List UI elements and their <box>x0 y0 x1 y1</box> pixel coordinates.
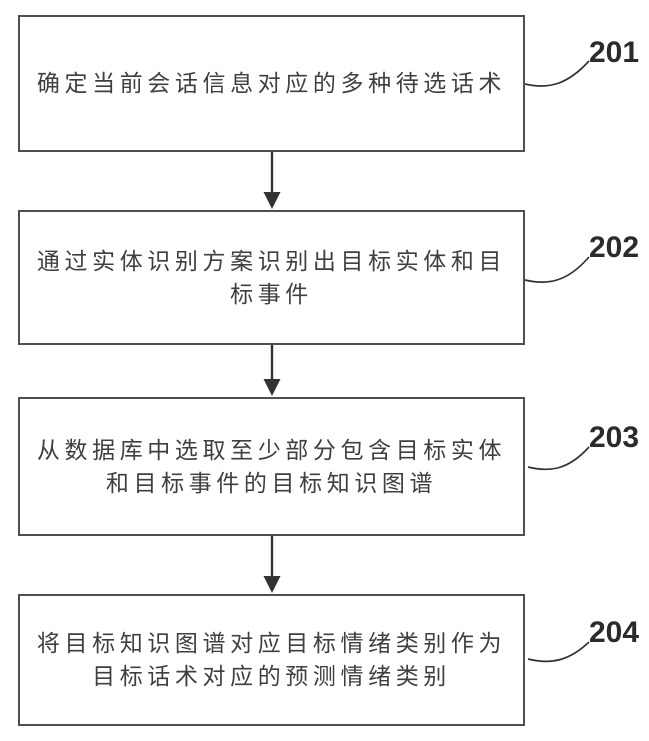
step-text: 从数据库中选取至少部分包含目标实体 <box>36 437 507 463</box>
leader-line-201 <box>524 60 590 87</box>
step-text: 通过实体识别方案识别出目标实体和目 <box>36 248 507 274</box>
step-number-203: 203 <box>589 421 640 454</box>
step-text: 目标话术对应的预测情绪类别 <box>92 664 451 689</box>
flow-arrow-203-204 <box>263 536 281 593</box>
step-text: 标事件 <box>230 281 313 307</box>
flow-step-box-204: 将目标知识图谱对应目标情绪类别作为 目标话术对应的预测情绪类别 <box>18 594 525 726</box>
step-text: 和目标事件的目标知识图谱 <box>105 470 438 496</box>
leader-line-202 <box>524 256 590 284</box>
flow-step-box-202: 通过实体识别方案识别出目标实体和目 标事件 <box>18 210 525 345</box>
step-number-201: 201 <box>589 36 640 69</box>
leader-line-203 <box>527 446 590 471</box>
flow-arrow-201-202 <box>263 152 281 209</box>
flow-arrow-202-203 <box>263 345 281 396</box>
step-number-204: 204 <box>589 616 640 649</box>
flow-step-box-203: 从数据库中选取至少部分包含目标实体 和目标事件的目标知识图谱 <box>18 397 525 536</box>
step-text: 将目标知识图谱对应目标情绪类别作为 <box>36 631 507 656</box>
flow-step-box-201: 确定当前会话信息对应的多种待选话术 <box>18 15 525 152</box>
step-number-202: 202 <box>589 231 640 264</box>
leader-line-204 <box>527 641 590 663</box>
step-text: 确定当前会话信息对应的多种待选话术 <box>36 71 507 96</box>
